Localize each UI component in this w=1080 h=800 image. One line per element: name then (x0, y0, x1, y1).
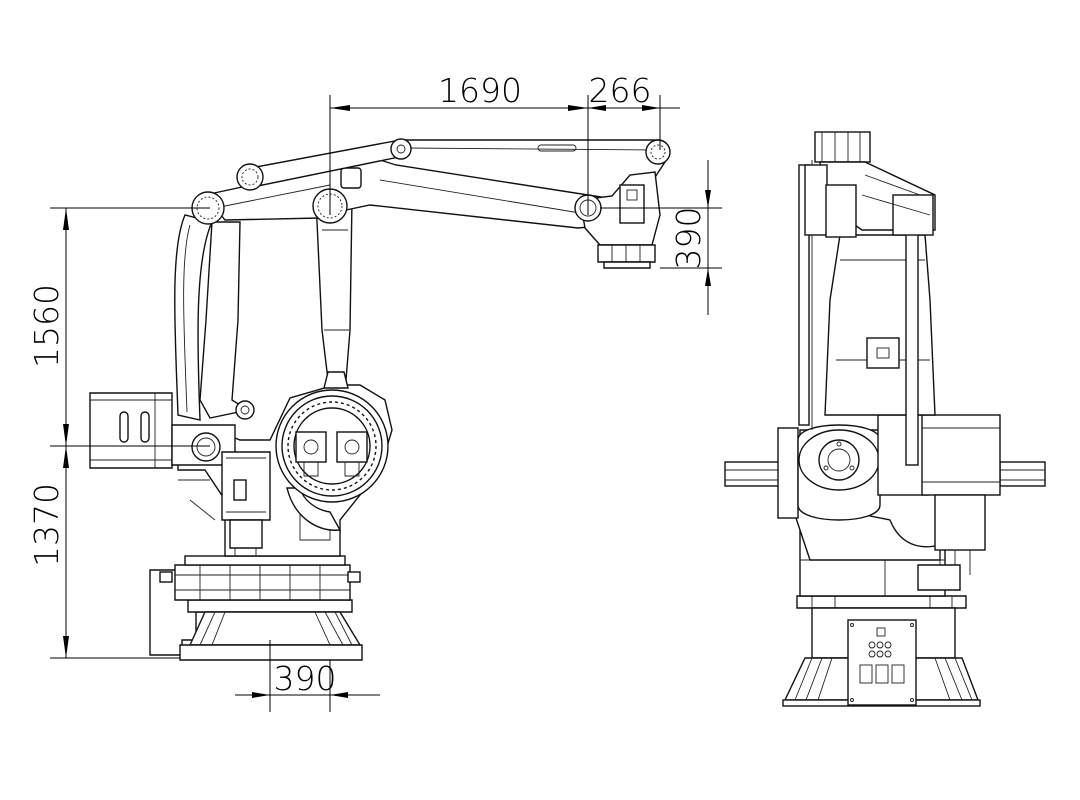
dim-base-offset (235, 640, 380, 712)
front-head (804, 131, 936, 238)
side-gear-wheel (275, 389, 389, 503)
side-base (149, 555, 363, 661)
dim-heights (50, 207, 210, 659)
dim-label-266: 266 (589, 71, 652, 110)
side-view (89, 138, 671, 661)
front-drum (797, 424, 881, 521)
dim-label-1370: 1370 (27, 483, 66, 567)
front-axle-stubs (724, 427, 1046, 519)
dim-label-390-bottom: 390 (274, 659, 337, 698)
dim-flange-height (600, 160, 722, 315)
side-main-arm (315, 199, 353, 389)
side-rear-link (174, 214, 255, 421)
side-rear-motor (89, 392, 236, 469)
front-view (724, 131, 1046, 707)
dimension-lines: 1690 266 390 1560 1370 390 (27, 71, 722, 712)
dim-reach (329, 95, 680, 215)
side-front-motor (221, 451, 271, 556)
dim-label-1690: 1690 (438, 71, 522, 110)
side-upper-boom (203, 139, 666, 229)
front-connector-panel (847, 619, 917, 706)
dim-label-390-vertical: 390 (669, 207, 708, 270)
dim-label-1560: 1560 (27, 284, 66, 368)
front-motor-box (877, 414, 1001, 591)
